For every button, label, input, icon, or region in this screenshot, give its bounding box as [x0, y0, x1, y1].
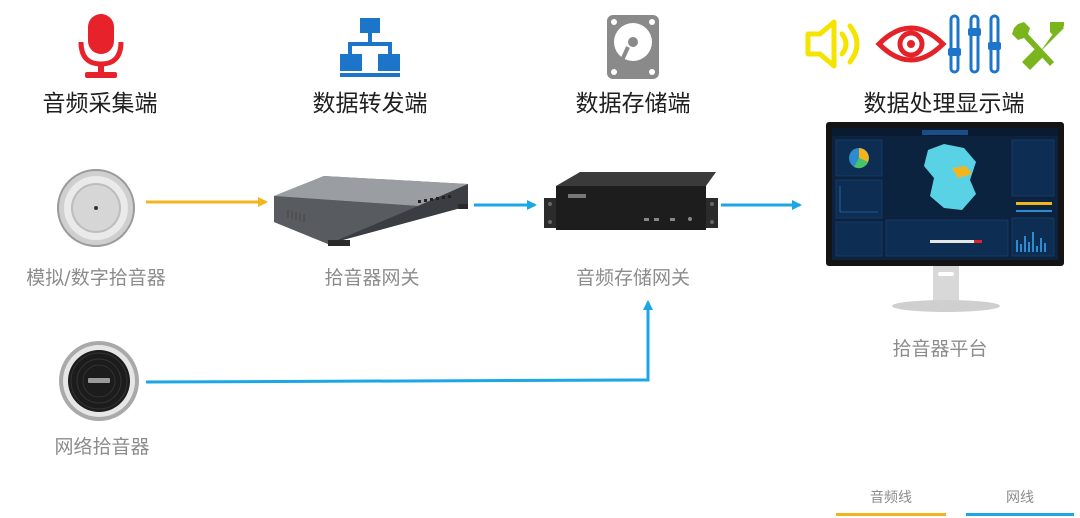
stage-title-forward: 数据转发端: [312, 91, 428, 117]
label-pickup-gateway: 拾音器网关: [324, 267, 420, 289]
stage-title-storage: 数据存储端: [575, 91, 691, 117]
network-pickup-device: [59, 341, 139, 421]
speaker-icon: [805, 19, 860, 69]
eye-icon: [875, 25, 947, 63]
microphone-icon: [78, 14, 124, 78]
tools-icon: [1012, 22, 1064, 70]
label-network-pickup: 网络拾音器: [54, 436, 150, 458]
legend-network-line-label: 网线: [1006, 490, 1034, 506]
network-line-pickup-to-storage: [145, 300, 653, 384]
label-pickup-platform: 拾音器平台: [892, 338, 988, 360]
equalizer-icon: [948, 14, 1001, 74]
label-audio-storage-gateway: 音频存储网关: [575, 267, 690, 289]
audio-storage-gateway-device: [544, 172, 718, 230]
legend-audio-line-label: 音频线: [870, 490, 912, 506]
analog-pickup-device: [57, 169, 135, 247]
legend-network-line-swatch: [966, 513, 1074, 516]
stage-title-capture: 音频采集端: [42, 91, 158, 117]
pickup-gateway-device: [274, 176, 468, 246]
network-tree-icon: [340, 18, 400, 77]
monitor-device: [826, 122, 1064, 312]
legend-audio-line-swatch: [836, 513, 946, 516]
label-analog-pickup: 模拟/数字拾音器: [26, 267, 166, 289]
stage-title-display: 数据处理显示端: [863, 91, 1025, 117]
hard-disk-icon: [607, 15, 659, 79]
